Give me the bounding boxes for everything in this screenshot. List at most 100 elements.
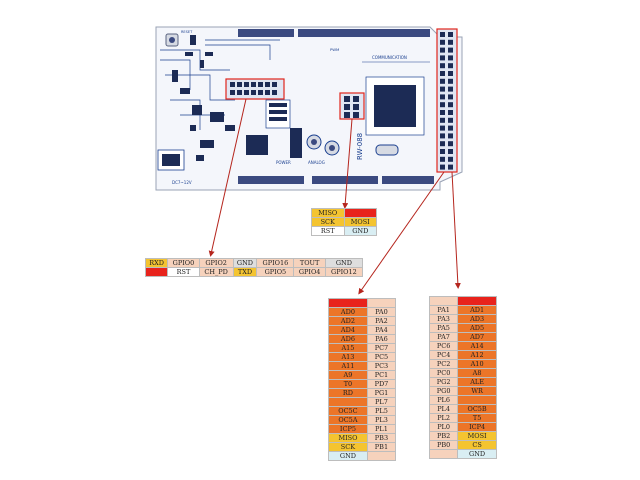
pin-cell: PL6 bbox=[428, 395, 459, 405]
pin-cell: GND bbox=[324, 258, 364, 268]
header-pin bbox=[440, 78, 445, 84]
main-mcu-chip bbox=[365, 76, 425, 136]
pin-cell: PA3 bbox=[428, 314, 459, 324]
pin-cell: OC5C bbox=[328, 406, 368, 416]
header-pin bbox=[448, 117, 453, 123]
header-pin bbox=[448, 94, 453, 100]
header-pin bbox=[448, 110, 453, 115]
pin-cell: GND bbox=[328, 451, 368, 461]
pin-cell: PC5 bbox=[366, 352, 397, 362]
header-pin bbox=[440, 133, 445, 139]
pin-cell: SCK bbox=[311, 217, 345, 227]
pin-cell: PB2 bbox=[428, 431, 459, 441]
pin-cell: OC5A bbox=[328, 415, 368, 425]
pin-cell: AD3 bbox=[457, 314, 497, 324]
header-pin bbox=[440, 110, 445, 115]
pin-cell: PA4 bbox=[366, 325, 397, 335]
power-label: POWER bbox=[276, 160, 291, 165]
power-jack bbox=[157, 149, 185, 171]
pin-cell bbox=[428, 296, 459, 306]
pin-cell: PA7 bbox=[428, 332, 459, 342]
pin-cell: WR bbox=[457, 386, 497, 396]
pin-cell: GND bbox=[343, 226, 377, 236]
pin-cell: PL2 bbox=[428, 413, 459, 423]
pin-cell: A10 bbox=[457, 359, 497, 369]
pin-cell: PG1 bbox=[366, 388, 397, 398]
reset-button-graphic bbox=[165, 33, 179, 47]
header-pin bbox=[440, 71, 445, 76]
reset-label: RESET bbox=[181, 30, 193, 34]
pin-cell: MOSI bbox=[457, 431, 497, 441]
pin-cell: T5 bbox=[457, 413, 497, 423]
pin-cell: MISO bbox=[311, 208, 345, 218]
header-pin bbox=[448, 55, 453, 61]
pin-cell: PC1 bbox=[366, 370, 397, 380]
pin-cell: RST bbox=[311, 226, 345, 236]
pin-cell: AD6 bbox=[328, 334, 368, 344]
header-pin bbox=[448, 141, 453, 147]
pin-cell: 5V bbox=[343, 208, 377, 218]
pin-cell: PL0 bbox=[428, 422, 459, 432]
header-pin bbox=[448, 164, 453, 170]
header-pin bbox=[448, 125, 453, 131]
pwm-label: PWM bbox=[330, 47, 339, 52]
pin-cell: PD7 bbox=[366, 379, 397, 389]
pin-cell: A14 bbox=[457, 341, 497, 351]
pin-cell: A8 bbox=[457, 368, 497, 378]
pin-cell: PL4 bbox=[428, 404, 459, 414]
pin-row: PL7 bbox=[328, 397, 397, 407]
top-pin-header bbox=[238, 29, 430, 37]
pin-cell: PL5 bbox=[366, 406, 397, 416]
header-pin bbox=[440, 102, 445, 108]
header-pin bbox=[440, 55, 445, 61]
esp-header-highlight bbox=[225, 78, 285, 100]
pin-cell: AD0 bbox=[328, 307, 368, 317]
header-pin bbox=[440, 156, 445, 162]
pin-cell: PC3 bbox=[366, 361, 397, 371]
pin-cell: A15 bbox=[328, 343, 368, 353]
header-pin bbox=[440, 117, 445, 123]
pin-cell: AD5 bbox=[457, 323, 497, 333]
pin-cell: SCK bbox=[328, 442, 368, 452]
pin-cell: PL7 bbox=[366, 397, 397, 407]
pin-cell: GPIO16 bbox=[256, 258, 295, 268]
pin-cell: AD1 bbox=[457, 305, 497, 315]
header-pin bbox=[448, 102, 453, 108]
header-pin bbox=[448, 149, 453, 154]
pin-cell: PA0 bbox=[366, 307, 397, 317]
pin-cell: GND bbox=[232, 258, 258, 268]
pin-cell: OC5B bbox=[457, 404, 497, 414]
header-pin bbox=[448, 32, 453, 37]
pin-cell: 3.3V bbox=[144, 267, 169, 277]
crystal bbox=[375, 144, 399, 156]
pin-cell: PC0 bbox=[428, 368, 459, 378]
pin-cell: A13 bbox=[328, 352, 368, 362]
pin-cell: PB3 bbox=[366, 433, 397, 443]
pin-cell: PC6 bbox=[428, 341, 459, 351]
pin-cell: PG0 bbox=[428, 386, 459, 396]
pin-cell: T0 bbox=[328, 379, 368, 389]
pin-cell: GPIO0 bbox=[167, 258, 200, 268]
